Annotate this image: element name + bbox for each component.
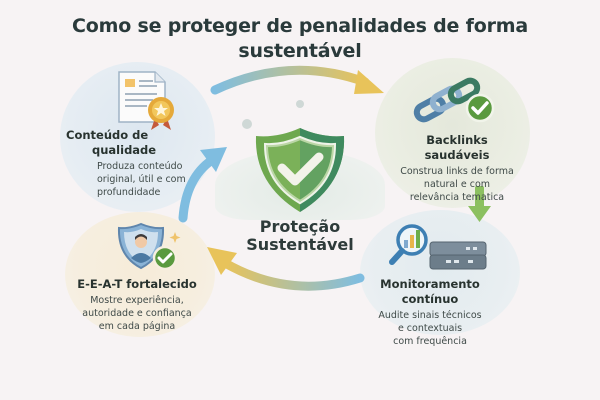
desc-line: natural e com — [423, 179, 491, 190]
arrow-left-icon — [178, 147, 227, 223]
page-title: Como se proteger de penalidades de forma… — [0, 14, 600, 64]
step-background-monitoring — [360, 210, 520, 335]
step-heading-line-2: qualidade — [92, 143, 157, 157]
arrow-top-icon — [210, 65, 384, 95]
desc-line: original, útil e com — [97, 174, 186, 185]
step-heading-line-1: Conteúdo de — [66, 128, 149, 142]
gear-icon — [242, 100, 304, 129]
step-background-backlinks — [375, 58, 530, 208]
step-heading: Conteúdo de qualidade — [62, 128, 192, 158]
chain-link-check-icon — [412, 72, 502, 128]
center-label: Proteção Sustentável — [235, 218, 365, 254]
user-shield-check-icon — [115, 222, 181, 272]
arrow-right-icon — [468, 186, 491, 222]
server-magnifier-icon — [388, 222, 488, 272]
step-eeat: E-E-A-T fortalecido Mostre experiência, … — [72, 277, 202, 333]
certificate-badge-icon — [115, 70, 185, 130]
step-heading: Monitoramento contínuo — [380, 277, 480, 306]
desc-line: Mostre experiência, — [90, 295, 184, 306]
step-description: Audite sinais técnicos e contextuais com… — [355, 309, 505, 348]
center-label-line-2: Sustentável — [246, 235, 354, 254]
desc-line: com frequência — [393, 336, 467, 347]
step-healthy-backlinks: Backlinks saudáveis Construa links de fo… — [392, 133, 522, 204]
desc-line: Audite sinais técnicos — [378, 310, 482, 321]
desc-line: autoridade e confiança — [82, 308, 192, 319]
desc-line: e contextuais — [397, 323, 463, 334]
title-line-1: Como se proteger de penalidades de forma — [72, 15, 528, 37]
step-heading: Backlinks saudáveis — [424, 133, 490, 162]
desc-line: em cada página — [98, 321, 176, 332]
center-label-line-1: Proteção — [259, 217, 341, 236]
desc-line: Construa links de forma — [400, 166, 514, 177]
step-quality-content: Conteúdo de qualidade Produza conteúdo o… — [62, 128, 192, 199]
step-description: Produza conteúdo original, útil e com pr… — [62, 160, 192, 199]
title-line-2: sustentável — [238, 40, 362, 62]
desc-line: relevância tematica — [409, 192, 505, 203]
desc-line: profundidade — [97, 187, 161, 198]
step-description: Construa links de forma natural e com re… — [392, 165, 522, 204]
step-continuous-monitoring: Monitoramento contínuo Audite sinais téc… — [355, 277, 505, 348]
shield-check-icon — [252, 124, 348, 216]
desc-line: Produza conteúdo — [97, 161, 183, 172]
step-description: Mostre experiência, autoridade e confian… — [72, 294, 202, 333]
arrow-bottom-icon — [207, 247, 365, 291]
step-heading: E-E-A-T fortalecido — [77, 277, 197, 291]
